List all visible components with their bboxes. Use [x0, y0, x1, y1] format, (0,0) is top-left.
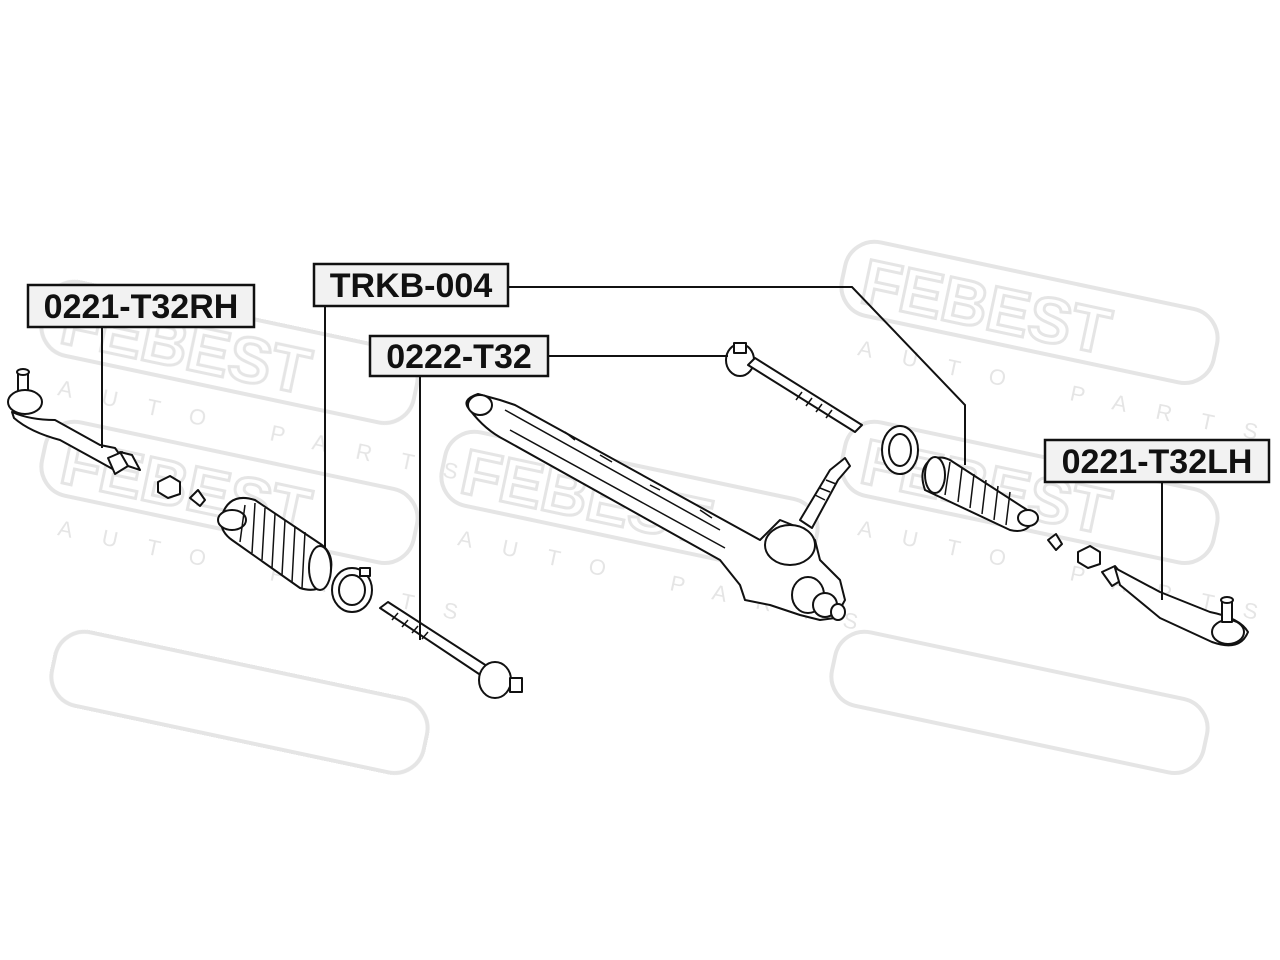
label-rh-tie-rod-end-text: 0221-T32RH — [44, 288, 239, 326]
rh-tie-rod-end — [7, 368, 141, 475]
left-boot-clamp — [331, 567, 373, 613]
right-steering-boot — [921, 456, 1039, 532]
lh-nut — [1077, 545, 1101, 569]
left-inner-tie-rod — [379, 601, 523, 699]
label-lh-tie-rod-end-text: 0221-T32LH — [1062, 443, 1253, 481]
lh-lock-washer — [1047, 533, 1063, 551]
label-inner-tie-rod: 0222-T32 — [368, 334, 550, 378]
label-boot-kit: TRKB-004 — [312, 262, 510, 308]
leader-boot-kit-right — [508, 286, 966, 465]
lh-tie-rod-end — [1101, 565, 1249, 647]
watermark-3: FEBEST AUTO PARTS — [839, 239, 1280, 451]
rh-lock-washer — [189, 489, 206, 507]
leader-lines — [101, 286, 1163, 640]
label-boot-kit-text: TRKB-004 — [330, 267, 493, 305]
label-lh-tie-rod-end: 0221-T32LH — [1043, 438, 1271, 484]
label-inner-tie-rod-text: 0222-T32 — [386, 338, 532, 376]
steering-rack-housing — [465, 393, 851, 621]
label-rh-tie-rod-end: 0221-T32RH — [26, 283, 256, 329]
watermark-6 — [49, 629, 430, 775]
rh-nut — [157, 475, 181, 499]
watermark-7 — [829, 629, 1210, 775]
right-boot-clamp — [881, 425, 919, 475]
left-steering-boot — [217, 496, 333, 591]
right-inner-tie-rod — [725, 342, 863, 433]
